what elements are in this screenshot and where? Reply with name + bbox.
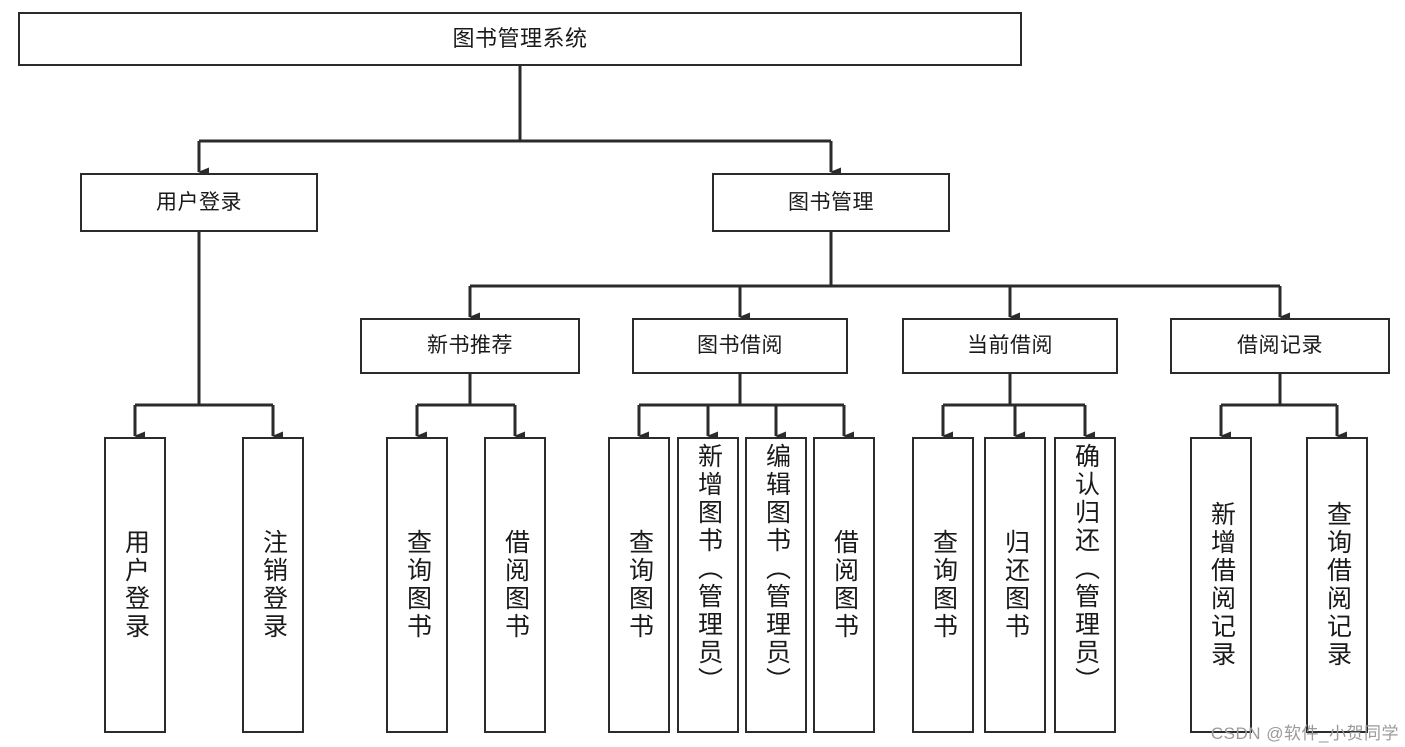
watermark-text: CSDN @软件_小贺同学 [1210,724,1399,743]
node-leaf-bw-edit[interactable]: 编辑图书（管理员） [745,437,807,733]
node-label: 用户登录 [156,190,242,214]
node-label: 查询借阅记录 [1323,501,1352,669]
node-root[interactable]: 图书管理系统 [18,12,1022,66]
node-leaf-rec-add[interactable]: 新增借阅记录 [1190,437,1252,733]
node-label: 借阅记录 [1237,334,1323,358]
node-label: 新增图书（管理员） [694,443,723,695]
node-label: 借阅图书 [501,529,530,641]
node-leaf-nb-query[interactable]: 查询图书 [386,437,448,733]
node-leaf-cur-confirm[interactable]: 确认归还（管理员） [1054,437,1116,733]
node-label: 新增借阅记录 [1207,501,1236,669]
node-leaf-rec-query[interactable]: 查询借阅记录 [1306,437,1368,733]
node-leaf-cur-return[interactable]: 归还图书 [984,437,1046,733]
node-label: 用户登录 [121,529,150,641]
node-current[interactable]: 当前借阅 [902,318,1118,374]
node-leaf-user-logout[interactable]: 注销登录 [242,437,304,733]
node-label: 确认归还（管理员） [1071,443,1100,695]
node-label: 当前借阅 [967,334,1053,358]
node-label: 归还图书 [1001,529,1030,641]
node-label: 查询图书 [403,529,432,641]
node-label: 查询图书 [625,529,654,641]
node-label: 查询图书 [929,529,958,641]
node-leaf-bw-borrow[interactable]: 借阅图书 [813,437,875,733]
node-label: 图书管理系统 [452,25,588,51]
node-leaf-user-login[interactable]: 用户登录 [104,437,166,733]
node-leaf-nb-borrow[interactable]: 借阅图书 [484,437,546,733]
node-leaf-bw-query[interactable]: 查询图书 [608,437,670,733]
node-label: 图书借阅 [697,334,783,358]
node-bookmgmt[interactable]: 图书管理 [712,173,950,232]
node-records[interactable]: 借阅记录 [1170,318,1390,374]
node-label: 借阅图书 [830,529,859,641]
node-label: 新书推荐 [427,334,513,358]
node-leaf-cur-query[interactable]: 查询图书 [912,437,974,733]
node-newbook[interactable]: 新书推荐 [360,318,580,374]
node-label: 图书管理 [788,190,874,214]
node-borrow[interactable]: 图书借阅 [632,318,848,374]
node-label: 注销登录 [259,529,288,641]
node-leaf-bw-add[interactable]: 新增图书（管理员） [677,437,739,733]
node-label: 编辑图书（管理员） [762,443,791,695]
node-login[interactable]: 用户登录 [80,173,318,232]
